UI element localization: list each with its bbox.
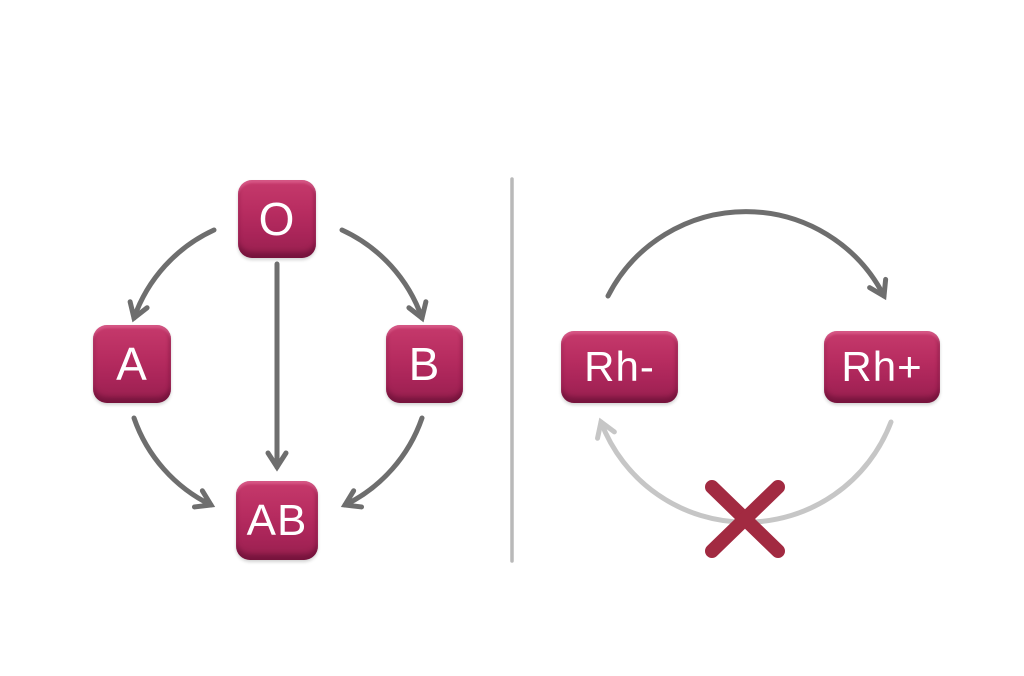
node-a: A — [93, 325, 171, 403]
node-o: O — [238, 180, 316, 258]
arrow-rhpos-to-rhneg — [595, 417, 894, 525]
node-rh-negative: Rh- — [561, 331, 678, 403]
node-b: B — [386, 325, 463, 403]
arrow-o-to-a — [127, 227, 217, 323]
arrow-o-to-b — [339, 227, 429, 323]
cross-icon — [705, 480, 785, 558]
arrow-a-to-ab — [131, 415, 216, 510]
node-ab: AB — [236, 481, 318, 560]
node-rh-positive: Rh+ — [824, 331, 940, 403]
arrow-rhneg-to-rhpos — [605, 209, 889, 301]
cross-stroke-2 — [705, 480, 785, 558]
arrow-b-to-ab — [340, 415, 425, 510]
